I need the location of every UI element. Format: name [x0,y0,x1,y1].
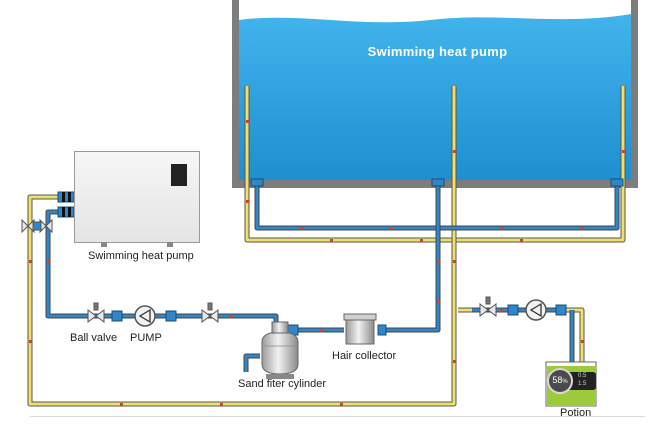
pool-wall-right [631,0,638,188]
hair-collector [343,313,377,345]
heat-pump-unit [74,151,200,247]
ball-valve-icon [87,302,105,323]
gauge-unit: % [562,379,568,385]
pump-icon [134,305,156,327]
hot-water-pipes [27,86,626,407]
gauge-value: 58 [552,375,563,385]
ball-valve-icon [479,296,497,317]
heater-couplings [57,191,75,218]
bottom-rule [30,416,645,417]
potion-tank [545,361,597,407]
ball-valve-label: Ball valve [70,332,118,344]
potion-label: Potion [560,407,592,419]
pool-wall-left [232,0,239,188]
heat-pump-label: Swimming heat pump [88,250,194,262]
pump-icon [525,299,547,321]
gauge-line-1: 0.5 [578,373,587,379]
pool-outlets [250,178,624,187]
pipe-joint-marks [29,120,625,406]
heater-foot [101,242,107,247]
gauge-line-2: 1.5 [578,381,587,387]
swimming-pool [232,0,638,188]
bypass-valves [21,218,53,234]
pool-title: Swimming heat pump [367,44,508,59]
sand-filter-cylinder [261,321,299,379]
sand-filter-label: Sand fiter cylinder [238,378,327,390]
hair-collector-label: Hair collector [332,350,397,362]
ball-valve-icon [201,302,219,323]
control-panel-icon [171,164,187,186]
pump-label: PUMP [130,332,162,344]
heater-foot [167,242,173,247]
pool-water [239,14,631,180]
gauge-reading: 58% [549,375,571,385]
